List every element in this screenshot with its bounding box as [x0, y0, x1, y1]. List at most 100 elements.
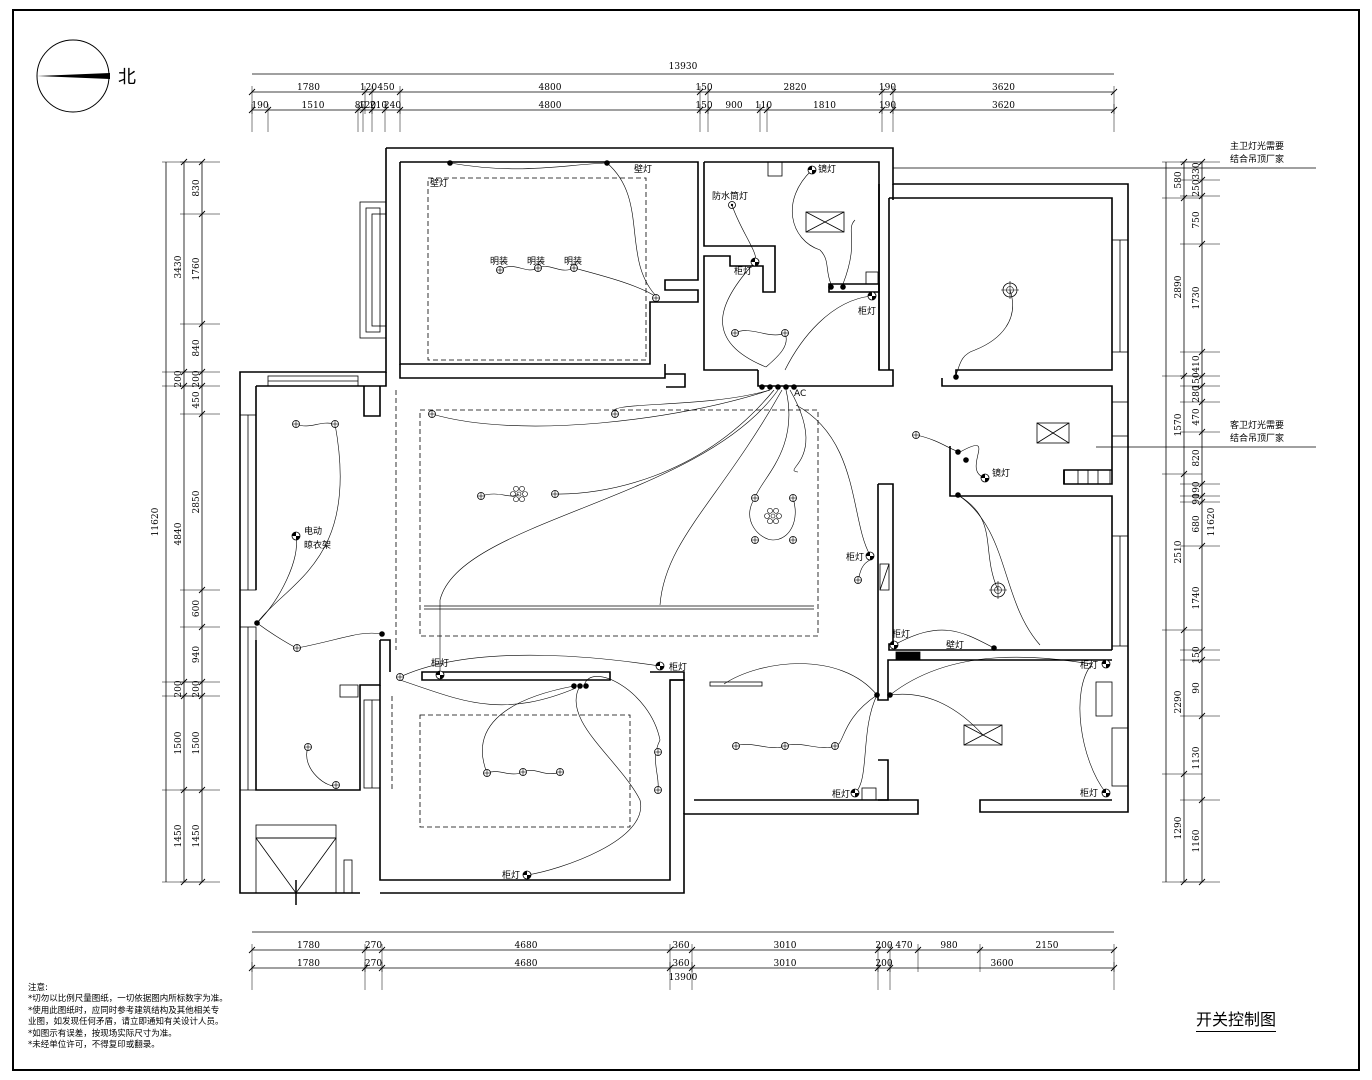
cabinet-lamp-label-2: 柜灯	[858, 305, 876, 317]
lamp-icon	[556, 768, 564, 776]
bottom-dimensions	[248, 931, 1118, 990]
right-row2-dim-6: 280	[1192, 385, 1202, 402]
ceiling-lamp-icon	[989, 581, 1007, 599]
waterproof-downlight-center	[730, 203, 734, 207]
bottom-row1-dim-2: 4680	[515, 941, 538, 951]
left-row2-dim-1: 1760	[192, 257, 202, 280]
wall-lamp-label-3: 壁灯	[946, 639, 964, 651]
top-row2-dim-4: 210	[370, 101, 387, 111]
top-row1-dim-5: 2820	[784, 83, 807, 93]
top-row2-dim-0: 190	[251, 101, 268, 111]
top-row2-dim-9: 110	[755, 101, 772, 111]
lamp-icon	[654, 748, 662, 756]
cabinet-lamp-label-9: 柜灯	[1080, 787, 1098, 799]
wall-lamp-label-2: 壁灯	[634, 163, 652, 175]
lamp-icon	[912, 431, 920, 439]
note-line: *切勿以比例尺量图纸，一切依据图内所标数字为准。	[28, 994, 228, 1005]
switch-icon	[980, 473, 990, 483]
lamp-icon	[854, 576, 862, 584]
bottom-total-dim: 13900	[669, 973, 698, 983]
junction-dot	[953, 374, 959, 380]
junction-dot	[991, 645, 997, 651]
stairs	[255, 824, 353, 905]
top-row2-dim-8: 900	[725, 101, 742, 111]
chandelier-icon	[510, 486, 528, 502]
left-row1-dim-3: 200	[174, 680, 184, 697]
junction-dot	[571, 683, 577, 689]
switch-icon	[807, 165, 817, 175]
left-row2-dim-8: 200	[192, 680, 202, 697]
right-row2-dim-0: 330	[1192, 162, 1202, 179]
switch-icon	[850, 788, 860, 798]
junction-dot	[254, 620, 260, 626]
lamp-icon	[751, 536, 759, 544]
top-row2-dim-10: 1810	[813, 101, 836, 111]
top-row1-dim-7: 3620	[992, 83, 1015, 93]
junction-dot	[783, 384, 789, 390]
walls	[239, 147, 1129, 894]
cabinet-lamp-label-5: 柜灯	[431, 657, 449, 669]
left-row1-dim-5: 1450	[174, 824, 184, 847]
junction-dot	[955, 449, 961, 455]
switch-icon	[655, 661, 665, 671]
top-row2-dim-3: 120	[359, 101, 376, 111]
drawing-title: 开关控制图	[1196, 1006, 1277, 1032]
lamp-icon	[332, 781, 340, 789]
lamp-icon	[570, 264, 578, 272]
lamp-icon	[483, 769, 491, 777]
lamp-icon	[831, 742, 839, 750]
bottom-row1-dim-3: 360	[672, 941, 689, 951]
drawing-notes: 注意: *切勿以比例尺量图纸，一切依据图内所标数字为准。 *使用此图纸时，应同时…	[28, 983, 228, 1051]
top-row2-dim-1: 1510	[302, 101, 325, 111]
waterproof-downlight-icon	[728, 201, 736, 209]
lamp-icon	[751, 494, 759, 502]
right-total-dim: 11620	[1207, 507, 1217, 536]
master-bath-note-line-2: 结合吊顶厂家	[1230, 155, 1285, 165]
cabinet-lamp-label-6: 柜灯	[669, 661, 687, 673]
guest-bath-note: 客卫灯光需要 结合吊顶厂家	[1230, 420, 1284, 446]
lamp-icon	[396, 673, 404, 681]
junction-dot	[887, 692, 893, 698]
right-row1-dim-0: 580	[1174, 171, 1184, 188]
bottom-row2-dim-0: 1780	[297, 959, 320, 969]
junction-dot	[577, 683, 583, 689]
junction-dot	[874, 692, 880, 698]
chandelier-icon	[764, 508, 782, 524]
lamp-icon	[789, 536, 797, 544]
junction-dot	[840, 284, 846, 290]
bottom-row2-dim-3: 360	[672, 959, 689, 969]
left-row2-dim-2: 840	[192, 339, 202, 356]
left-row2-dim-5: 2850	[192, 490, 202, 513]
left-row1-dim-2: 4840	[174, 522, 184, 545]
right-row1-dim-3: 2510	[1174, 540, 1184, 563]
note-line: *使用此图纸时，应同时参考建筑结构及其他相关专	[28, 1005, 220, 1016]
bottom-row1-dim-8: 2150	[1036, 941, 1059, 951]
cabinet-lamp-label-7: 柜灯	[1080, 659, 1098, 671]
light-track	[424, 605, 814, 610]
right-row2-dim-14: 90	[1192, 682, 1202, 694]
lamp-icon	[292, 420, 300, 428]
top-row2-dim-7: 150	[695, 101, 712, 111]
junction-dot	[447, 160, 453, 166]
bottom-row1-dim-6: 470	[895, 941, 912, 951]
switch-icon	[1101, 788, 1111, 798]
switch-icon	[750, 257, 760, 267]
left-total-dim: 11620	[151, 507, 161, 536]
junction-dot	[604, 160, 610, 166]
bottom-row2-dim-6: 3600	[991, 959, 1014, 969]
switch-icon	[291, 531, 301, 541]
bottom-row2-dim-5: 200	[875, 959, 892, 969]
switch-icon	[435, 670, 445, 680]
master-bath-note-line-1: 主卫灯光需要	[1230, 142, 1285, 152]
top-row1-dim-3: 4800	[539, 83, 562, 93]
north-label: 北	[118, 67, 136, 88]
bottom-row1-dim-5: 200	[875, 941, 892, 951]
surface-mount-label-2: 明装	[527, 255, 545, 267]
lamp-icon	[304, 743, 312, 751]
surface-mount-label-1: 明装	[490, 255, 508, 267]
note-line: *如图示有误差，按现场实际尺寸为准。	[28, 1028, 177, 1039]
left-row1-dim-4: 1500	[174, 731, 184, 754]
light-switch-symbols	[254, 160, 1111, 880]
ceiling-outlines	[391, 177, 819, 828]
lamp-icon	[293, 644, 301, 652]
